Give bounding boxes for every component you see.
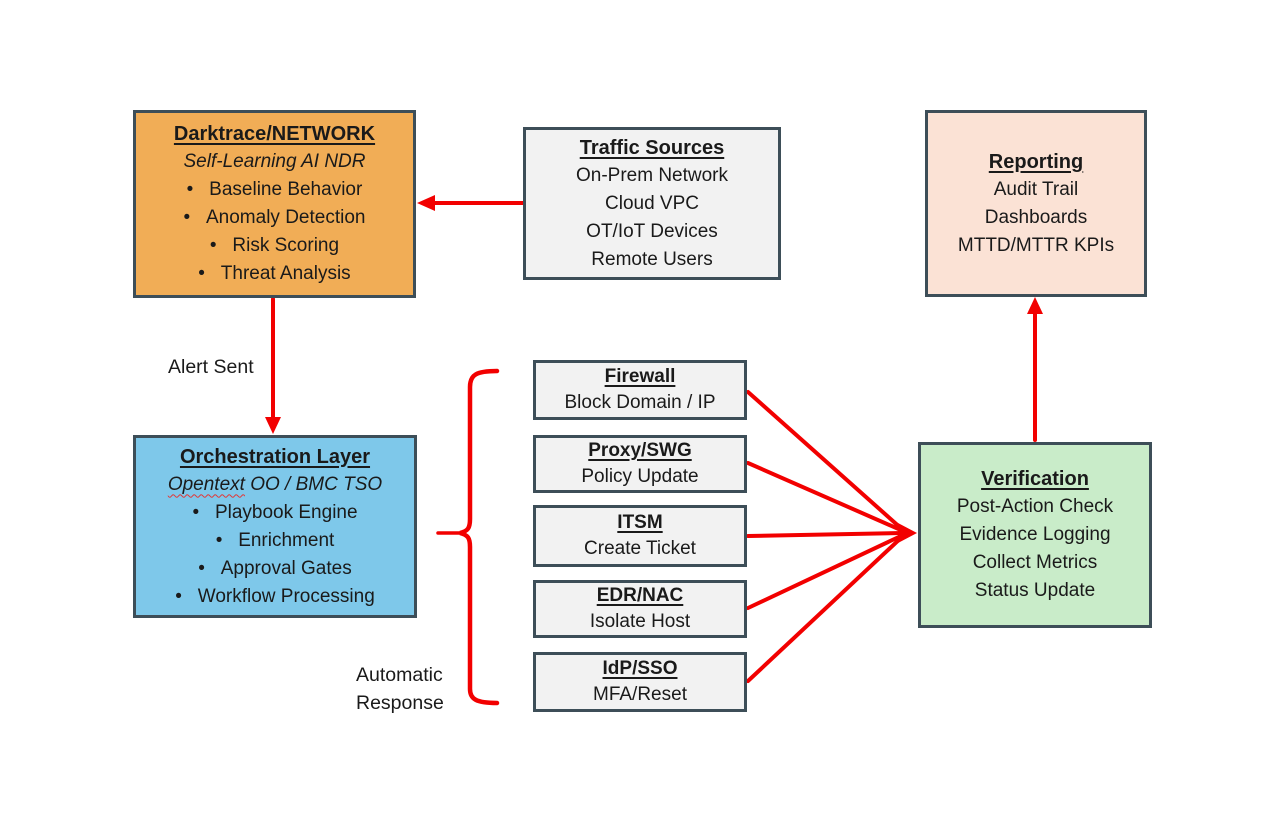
traffic-sources-node: Traffic Sources On-Prem Network Cloud VP… (523, 127, 781, 280)
reporting-title: Reporting (988, 150, 1084, 173)
itsm-line: Create Ticket (584, 538, 696, 559)
firewall-title: Firewall (604, 366, 676, 387)
darktrace-bullet: • Baseline Behavior (186, 179, 363, 200)
itsm-title: ITSM (617, 512, 663, 533)
orchestration-bullet: • Playbook Engine (192, 501, 358, 523)
orchestration-bullet: • Workflow Processing (175, 585, 375, 607)
darktrace-subtitle: Self-Learning AI NDR (183, 151, 366, 172)
orchestration-bullet: • Enrichment (215, 529, 335, 551)
idp-sso-node: IdP/SSO MFA/Reset (533, 652, 747, 712)
darktrace-bullet: • Threat Analysis (198, 263, 351, 284)
orchestration-node: Orchestration Layer Opentext OO / BMC TS… (133, 435, 417, 618)
automatic-response-brace (459, 368, 500, 706)
proxy-swg-title: Proxy/SWG (588, 440, 692, 461)
proxy-swg-line: Policy Update (581, 466, 699, 487)
darktrace-node: Darktrace/NETWORK Self-Learning AI NDR •… (133, 110, 416, 298)
itsm-node: ITSM Create Ticket (533, 505, 747, 567)
verification-to-reporting-arrow-head (1027, 297, 1043, 314)
proxy-swg-node: Proxy/SWG Policy Update (533, 435, 747, 493)
firewall-node: Firewall Block Domain / IP (533, 360, 747, 420)
traffic-sources-line: OT/IoT Devices (586, 220, 718, 242)
verification-node: Verification Post-Action Check Evidence … (918, 442, 1152, 628)
idp-sso-line: MFA/Reset (593, 684, 687, 705)
traffic-sources-line: Cloud VPC (605, 192, 699, 214)
edr-nac-node: EDR/NAC Isolate Host (533, 580, 747, 638)
traffic-sources-line: Remote Users (591, 248, 713, 270)
orchestration-subtitle: Opentext OO / BMC TSO (168, 471, 382, 499)
idp-sso-title: IdP/SSO (602, 658, 678, 679)
orchestration-subtitle-rest: OO / BMC TSO (244, 473, 383, 495)
verification-line: Evidence Logging (959, 524, 1111, 545)
itsm-to-verification-line (746, 531, 905, 538)
automatic-response-line2: Response (356, 692, 444, 714)
verification-title: Verification (981, 468, 1089, 490)
reporting-line: Dashboards (984, 206, 1088, 228)
verification-line: Collect Metrics (972, 552, 1098, 573)
orchestration-title: Orchestration Layer (179, 445, 371, 468)
orchestration-subtitle-flagged-word: Opentext (167, 473, 245, 495)
alert-sent-arrow-head (265, 417, 281, 434)
reporting-node: Reporting Audit Trail Dashboards MTTD/MT… (925, 110, 1147, 297)
edr-nac-title: EDR/NAC (596, 585, 684, 606)
edr-to-verification-line (746, 533, 905, 610)
proxy-to-verification-line (746, 461, 905, 533)
idp-to-verification-line (746, 534, 905, 683)
reporting-line: Audit Trail (993, 178, 1079, 200)
traffic-sources-line: On-Prem Network (575, 164, 729, 186)
alert-sent-label: Alert Sent (168, 356, 254, 378)
automatic-response-line1: Automatic (356, 664, 443, 686)
darktrace-bullet: • Anomaly Detection (183, 207, 366, 228)
automatic-response-label: Automatic Response (356, 661, 444, 717)
firewall-to-verification-line (746, 390, 905, 532)
fan-arrow-head (898, 523, 917, 543)
traffic-to-darktrace-arrow-head (417, 195, 435, 211)
verification-line: Post-Action Check (956, 496, 1114, 517)
verification-line: Status Update (974, 580, 1096, 601)
traffic-sources-title: Traffic Sources (579, 136, 725, 159)
darktrace-title: Darktrace/NETWORK (173, 123, 376, 145)
darktrace-bullet: • Risk Scoring (209, 235, 340, 256)
firewall-line: Block Domain / IP (564, 392, 716, 413)
reporting-line: MTTD/MTTR KPIs (957, 234, 1115, 256)
orchestration-bullet: • Approval Gates (198, 557, 352, 579)
edr-nac-line: Isolate Host (589, 611, 691, 632)
